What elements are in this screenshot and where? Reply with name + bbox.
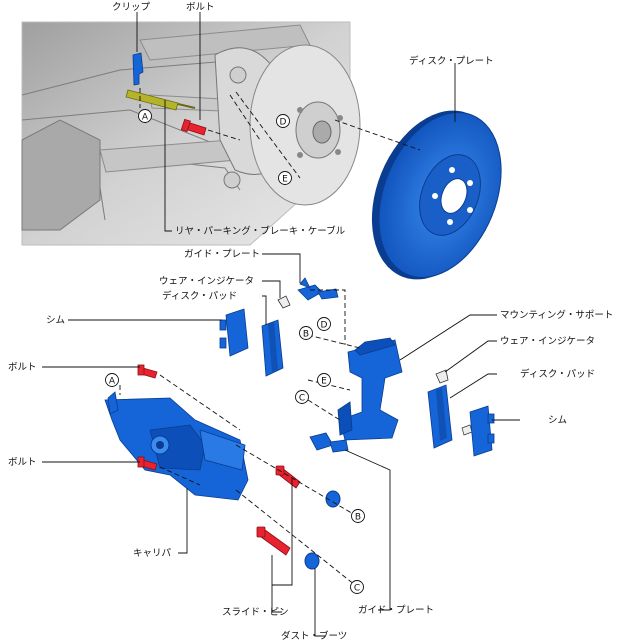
suspension-photo <box>21 21 361 246</box>
svg-text:E: E <box>321 377 327 387</box>
marker-e-mid: E <box>317 373 331 387</box>
disc-pad-right-part <box>427 384 473 449</box>
label-wear-indicator-left: ウェア・インジケータ <box>159 276 254 287</box>
label-disc-pad-right: ディスク・パッド <box>520 368 595 380</box>
svg-text:B: B <box>355 513 361 523</box>
bolt-left-1-part <box>137 364 158 379</box>
caliper-part <box>104 391 249 501</box>
guide-plate-top-part <box>297 277 339 301</box>
svg-text:D: D <box>280 118 287 128</box>
wear-indicator-right-part <box>435 369 449 384</box>
svg-text:B: B <box>303 330 309 340</box>
assembly-dashed-lines <box>119 88 421 586</box>
marker-b-bottom: B <box>351 509 365 523</box>
slide-pin-lower-part <box>256 526 291 556</box>
slide-pin-upper-part <box>275 465 301 489</box>
marker-d-mid: D <box>317 317 331 331</box>
svg-text:A: A <box>142 113 149 123</box>
label-bolt-left-1: ボルト <box>8 362 37 373</box>
label-wear-indicator-right: ウェア・インジケータ <box>500 336 595 347</box>
label-clip: クリップ <box>112 2 151 13</box>
marker-c-mid: C <box>295 390 309 404</box>
svg-text:E: E <box>282 175 288 185</box>
wear-indicator-left-part <box>277 295 291 309</box>
marker-e-top: E <box>278 171 292 185</box>
label-disc-plate: ディスク・プレート <box>409 55 494 67</box>
svg-text:A: A <box>109 377 116 387</box>
svg-text:C: C <box>354 584 360 594</box>
labels: クリップ ボルト ディスク・プレート リヤ・パーキング・ブレーキ・ケーブル ガイ… <box>8 2 613 642</box>
mounting-support-part <box>337 337 403 441</box>
svg-text:C: C <box>299 394 305 404</box>
label-guide-plate-top: ガイド・プレート <box>184 249 260 260</box>
leader-lines <box>42 12 520 637</box>
marker-c-bottom: C <box>350 580 364 594</box>
disc-pad-left-part <box>261 319 284 377</box>
shim-left-part <box>219 308 249 357</box>
dust-boot-upper-part <box>325 490 341 508</box>
label-shim-left: シム <box>46 315 65 326</box>
clip-part <box>132 52 144 86</box>
dust-boot-lower-part <box>304 552 320 570</box>
marker-a-left: A <box>105 373 119 387</box>
label-shim-right: シム <box>548 415 567 426</box>
label-caliper: キャリパ <box>133 548 172 559</box>
shim-right-part <box>469 405 495 457</box>
bolt-left-2-part <box>137 456 158 471</box>
label-bolt-left-2: ボルト <box>8 457 37 468</box>
marker-b-mid: B <box>299 326 313 340</box>
label-slide-pin: スライド・ピン <box>222 607 289 618</box>
label-bolt-top: ボルト <box>186 2 215 13</box>
svg-text:D: D <box>321 321 328 331</box>
label-parking-cable: リヤ・パーキング・ブレーキ・ケーブル <box>175 225 346 237</box>
label-dust-boot: ダスト・ブーツ <box>281 630 347 642</box>
marker-d-top: D <box>276 114 290 128</box>
marker-a-top: A <box>138 109 152 123</box>
label-disc-pad-left: ディスク・パッド <box>162 290 237 302</box>
label-mounting-support: マウンティング・サポート <box>500 309 613 321</box>
bolt-top-part <box>180 118 207 136</box>
label-guide-plate-bottom: ガイド・プレート <box>358 605 434 616</box>
guide-plate-bottom-part <box>309 432 349 453</box>
disc-plate-part <box>371 110 502 280</box>
